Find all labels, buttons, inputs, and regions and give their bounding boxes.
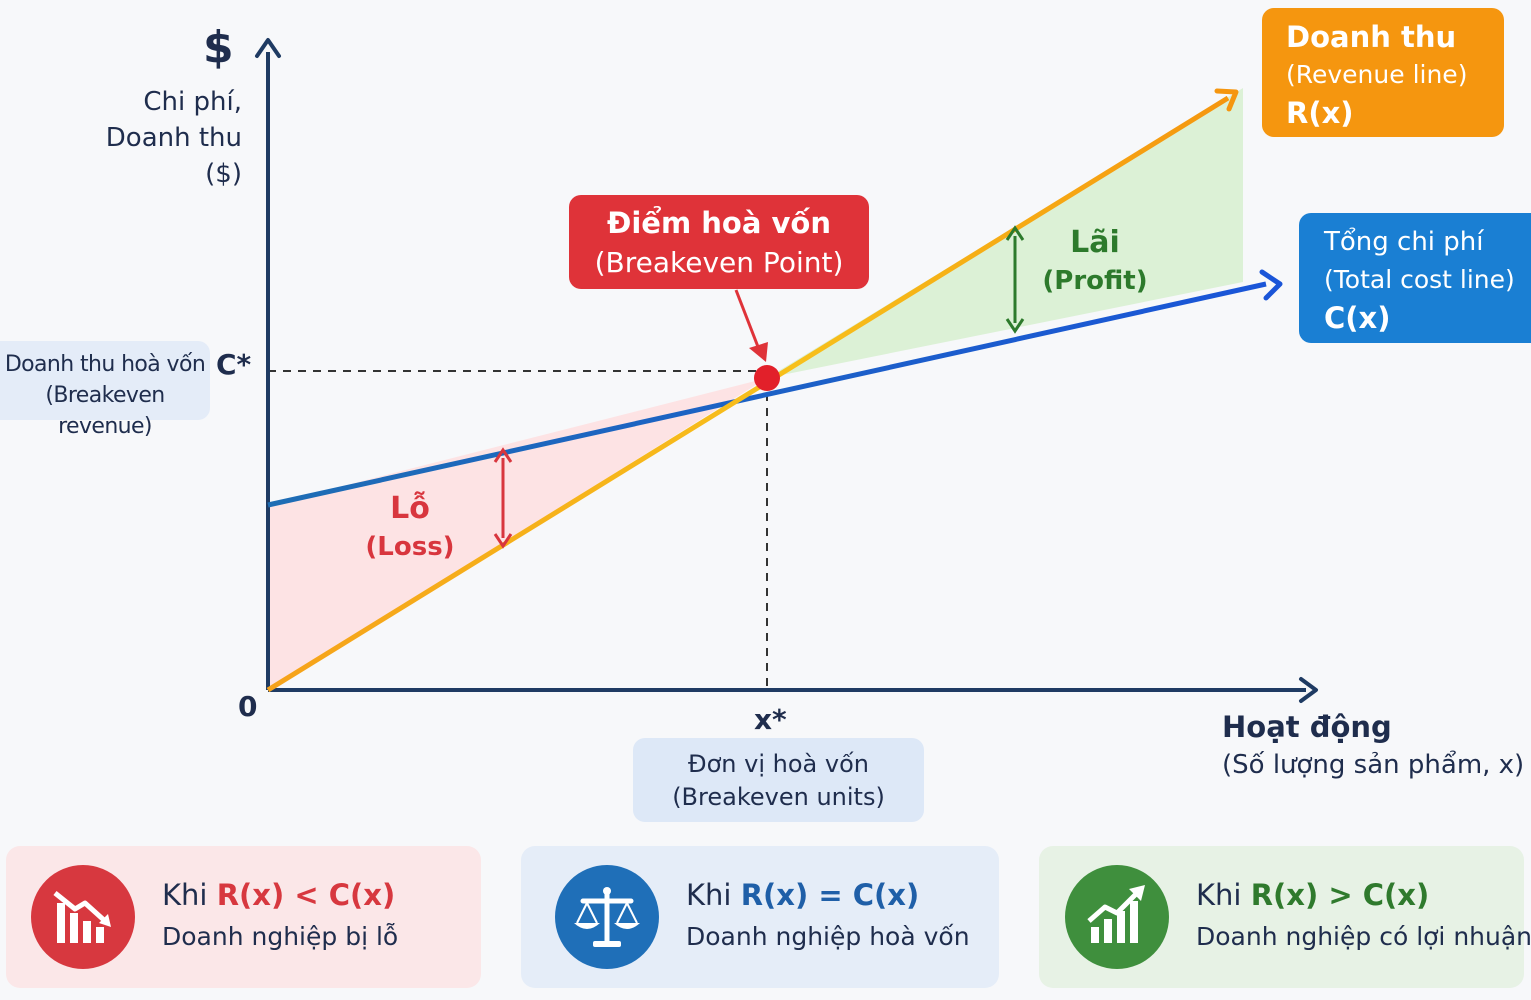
total-cost-arrowhead xyxy=(1259,269,1283,301)
loss-condition-card: Khi R(x) < C(x) Doanh nghiệp bị lỗ xyxy=(6,846,481,988)
breakeven-condition-card: Khi R(x) = C(x) Doanh nghiệp hoà vốn xyxy=(521,846,999,988)
breakeven-point xyxy=(754,365,780,391)
c-star-label: C* xyxy=(216,348,252,381)
rising-bar-chart-icon xyxy=(1065,865,1169,969)
cost-formula: C(x) xyxy=(1324,301,1391,335)
x-star-label: x* xyxy=(754,703,787,736)
declining-bar-chart-icon xyxy=(31,865,135,969)
cost-subtitle: (Total cost line) xyxy=(1324,265,1515,294)
breakeven-subtitle: (Breakeven Point) xyxy=(594,246,844,279)
condition-prefix: Khi xyxy=(686,878,741,912)
balance-scale-icon xyxy=(555,865,659,969)
total-cost-line xyxy=(267,281,1267,508)
y-axis-label-line: Doanh thu xyxy=(105,123,242,153)
revenue-title: Doanh thu xyxy=(1286,20,1457,54)
profit-title: Lãi xyxy=(1070,225,1120,260)
breakeven-description: Doanh nghiệp hoà vốn xyxy=(686,922,970,951)
breakeven-units-line: Đơn vị hoà vốn xyxy=(688,750,869,778)
breakeven-revenue-line: Doanh thu hoà vốn xyxy=(4,352,206,377)
condition-prefix: Khi xyxy=(162,878,217,912)
condition-expression: R(x) > C(x) xyxy=(1250,878,1430,912)
x-axis-subtitle: (Số lượng sản phẩm, x) xyxy=(1222,750,1525,780)
x-axis-title: Hoạt động xyxy=(1222,710,1392,744)
breakeven-revenue-line: (Breakeven revenue) xyxy=(45,383,165,439)
breakeven-units-label: Đơn vị hoà vốn (Breakeven units) xyxy=(633,738,924,822)
x-axis-arrowhead xyxy=(1299,677,1318,703)
loss-title: Lỗ xyxy=(390,491,430,526)
breakeven-condition: Khi R(x) = C(x) xyxy=(686,878,919,912)
revenue-formula: R(x) xyxy=(1286,96,1354,130)
y-axis-label-line: ($) xyxy=(205,159,242,189)
profit-arrowhead-top xyxy=(1005,225,1025,241)
revenue-subtitle: (Revenue line) xyxy=(1286,60,1468,89)
cost-title: Tổng chi phí xyxy=(1324,227,1484,257)
revenue-line xyxy=(266,95,1230,693)
profit-arrowhead-bottom xyxy=(1005,318,1025,334)
profit-subtitle: (Profit) xyxy=(1042,266,1148,296)
loss-arrowhead-bottom xyxy=(493,533,513,549)
breakeven-units-line: (Breakeven units) xyxy=(672,783,885,811)
profit-description: Doanh nghiệp có lợi nhuận xyxy=(1196,922,1531,951)
revenue-arrowhead xyxy=(1214,88,1239,112)
loss-arrowhead-top xyxy=(493,447,513,463)
breakeven-point-label: Điểm hoà vốn (Breakeven Point) xyxy=(569,195,869,289)
y-axis-label: Chi phí, Doanh thu ($) xyxy=(90,84,242,192)
breakeven-pointer-head xyxy=(749,342,768,362)
condition-prefix: Khi xyxy=(1196,878,1251,912)
loss-label: Lỗ (Loss) xyxy=(340,490,480,566)
breakeven-pointer xyxy=(734,289,762,353)
y-axis-symbol: $ xyxy=(203,22,234,73)
condition-expression: R(x) = C(x) xyxy=(740,878,920,912)
loss-description: Doanh nghiệp bị lỗ xyxy=(162,922,399,951)
profit-condition-card: Khi R(x) > C(x) Doanh nghiệp có lợi nhuậ… xyxy=(1039,846,1531,988)
condition-expression: R(x) < C(x) xyxy=(216,878,396,912)
y-axis-label-line: Chi phí, xyxy=(143,87,242,117)
loss-subtitle: (Loss) xyxy=(365,532,455,562)
breakeven-revenue-label: Doanh thu hoà vốn (Breakeven revenue) xyxy=(0,341,210,439)
origin-label: 0 xyxy=(238,690,258,723)
profit-condition: Khi R(x) > C(x) xyxy=(1196,878,1429,912)
loss-condition: Khi R(x) < C(x) xyxy=(162,878,395,912)
revenue-line-label: Doanh thu (Revenue line) R(x) xyxy=(1262,8,1504,137)
total-cost-line-label: Tổng chi phí (Total cost line) C(x) xyxy=(1299,213,1531,343)
profit-label: Lãi (Profit) xyxy=(1030,224,1160,300)
y-axis-arrowhead xyxy=(255,38,281,58)
breakeven-title: Điểm hoà vốn xyxy=(607,206,831,240)
